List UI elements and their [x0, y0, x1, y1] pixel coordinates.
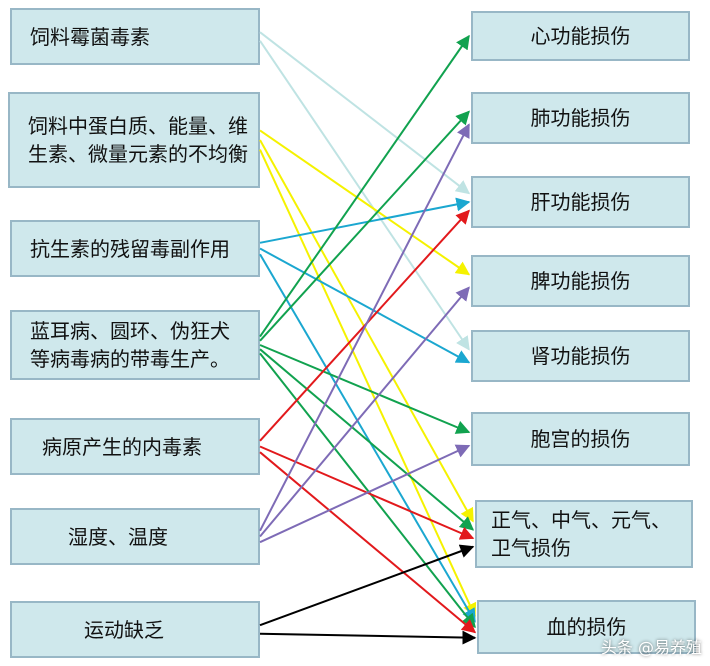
effect-label: 胞宫的损伤 — [530, 427, 631, 451]
link-arrow-c5-e8 — [259, 451, 477, 634]
link-arrow-c3-e5 — [259, 247, 471, 364]
link-arrow-c1-e5 — [259, 40, 470, 351]
cause-humidity-temperature: 湿度、温度 — [10, 508, 260, 565]
link-arrow-c6-e2 — [259, 123, 470, 532]
cause-label: 病原产生的内毒素 — [42, 434, 202, 459]
link-arrow-c4-e1 — [259, 34, 470, 338]
link-arrow-c2-e7 — [259, 139, 474, 523]
effect-label: 脾功能损伤 — [530, 269, 631, 293]
cause-label: 饲料中蛋白质、能量、维生素、微量元素的不均衡 — [28, 114, 248, 166]
effect-kidney: 肾功能损伤 — [471, 330, 690, 382]
cause-antibiotic-residue: 抗生素的残留毒副作用 — [10, 220, 260, 277]
link-arrow-c4-e2 — [259, 110, 470, 342]
cause-lack-of-exercise: 运动缺乏 — [10, 601, 260, 658]
effect-label: 血的损伤 — [546, 615, 627, 639]
effect-spleen: 脾功能损伤 — [471, 255, 690, 307]
effect-label: 肺功能损伤 — [530, 106, 631, 130]
cause-label: 运动缺乏 — [84, 617, 164, 642]
cause-label: 蓝耳病、圆环、伪狂犬等病毒病的带毒生产。 — [30, 319, 230, 371]
effect-blood: 血的损伤 — [477, 600, 696, 654]
effect-uterus: 胞宫的损伤 — [471, 412, 690, 466]
link-arrow-c7-e8 — [259, 630, 477, 645]
link-arrow-c6-e6 — [259, 444, 471, 544]
link-arrow-c7-e7 — [259, 544, 475, 627]
cause-label: 饲料霉菌毒素 — [30, 24, 150, 49]
effect-label: 肾功能损伤 — [530, 344, 631, 368]
cause-label: 抗生素的残留毒副作用 — [30, 236, 230, 261]
link-arrow-c3-e3 — [259, 197, 471, 244]
cause-endotoxin: 病原产生的内毒素 — [10, 418, 260, 475]
link-arrow-c4-e6 — [259, 344, 471, 434]
link-arrow-c1-e3 — [259, 31, 471, 195]
effect-heart: 心功能损伤 — [471, 11, 690, 61]
link-arrow-c4-e7 — [259, 348, 475, 531]
effect-label: 正气、中气、元气、卫气损伤 — [491, 508, 671, 560]
effect-liver: 肝功能损伤 — [471, 176, 690, 228]
link-arrow-c2-e4 — [259, 129, 471, 276]
cause-label: 湿度、温度 — [68, 524, 168, 549]
link-arrow-c3-e8 — [259, 253, 476, 623]
effect-qi: 正气、中气、元气、卫气损伤 — [475, 500, 693, 568]
effect-label: 心功能损伤 — [530, 24, 631, 48]
cause-feed-mycotoxin: 饲料霉菌毒素 — [10, 8, 260, 65]
effect-lung: 肺功能损伤 — [471, 92, 690, 144]
effect-label: 肝功能损伤 — [530, 190, 631, 214]
link-arrow-c4-e8 — [259, 352, 476, 629]
watermark: 头条 @易养殖 — [600, 638, 702, 657]
cause-feed-nutrient-imbalance: 饲料中蛋白质、能量、维生素、微量元素的不均衡 — [8, 92, 260, 188]
link-arrow-c2-e8 — [259, 149, 477, 618]
link-arrow-c6-e4 — [259, 286, 470, 538]
cause-viral-disease: 蓝耳病、圆环、伪狂犬等病毒病的带毒生产。 — [10, 310, 260, 380]
